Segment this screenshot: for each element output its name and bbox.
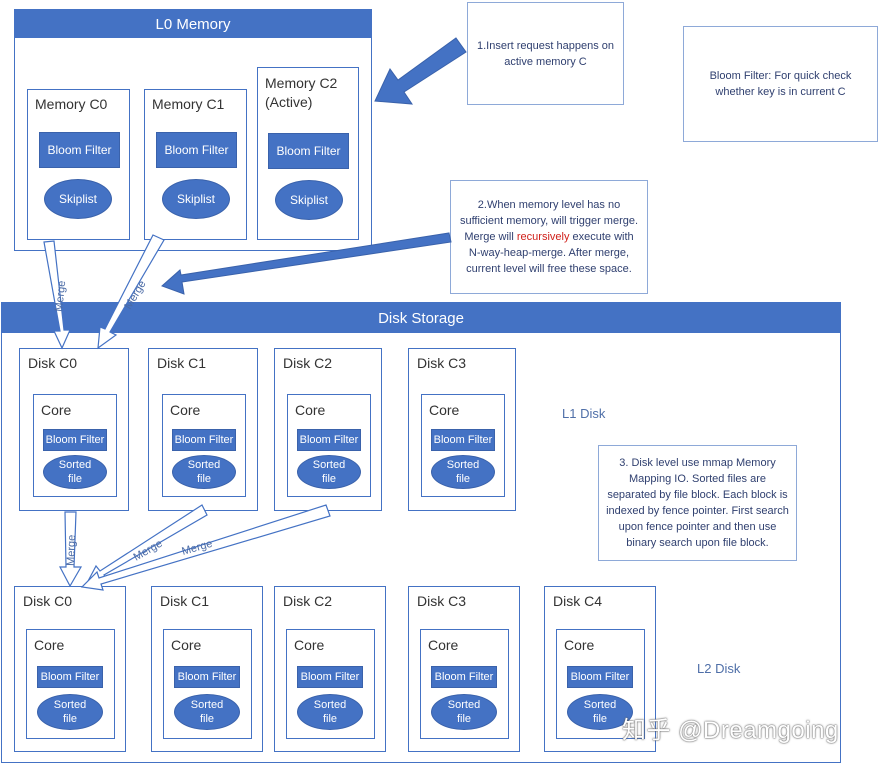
l1-disk-c1-title: Disk C1 <box>157 355 207 371</box>
l2-disk-c2-bloom-filter: Bloom Filter <box>297 666 363 688</box>
l2-disk-c0-bloom-filter: Bloom Filter <box>37 666 103 688</box>
l2-disk-c1-core: Core Bloom Filter Sorted file <box>163 629 252 739</box>
watermark: 知乎 @Dreamgoing <box>622 717 839 744</box>
memory-c0-skiplist: Skiplist <box>44 179 112 219</box>
memory-c0-title: Memory C0 <box>35 96 108 112</box>
note-insert-text: 1.Insert request happens on active memor… <box>477 39 614 68</box>
l2-disk-c1-sorted-file: Sorted file <box>174 694 240 730</box>
l2-disk-c4: Disk C4 Core Bloom Filter Sorted file <box>544 586 656 752</box>
note-mmap-text: 3. Disk level use mmap Memory Mapping IO… <box>606 457 789 549</box>
memory-c1: Memory C1 Bloom Filter Skiplist <box>144 89 247 240</box>
l1-disk-c0-title: Disk C0 <box>28 355 78 371</box>
l2-disk-c2-title: Disk C2 <box>283 593 333 609</box>
l2-disk-c3: Disk C3 Core Bloom Filter Sorted file <box>408 586 520 752</box>
l2-disk-c4-bloom-filter: Bloom Filter <box>567 666 633 688</box>
l1-disk-c1-bloom-filter: Bloom Filter <box>172 429 236 451</box>
l1-disk-c2-bloom-filter: Bloom Filter <box>297 429 361 451</box>
l2-disk-c2-core: Core Bloom Filter Sorted file <box>286 629 375 739</box>
merge-arrow-c0-to-disk <box>43 240 71 350</box>
note-bloom-filter: Bloom Filter: For quick check whether ke… <box>683 26 878 142</box>
memory-c0-bloom-filter: Bloom Filter <box>39 132 120 168</box>
l2-disk-c1: Disk C1 Core Bloom Filter Sorted file <box>151 586 263 752</box>
l1-disk-c2-core-title: Core <box>295 402 326 418</box>
memory-c1-bloom-filter: Bloom Filter <box>156 132 237 168</box>
l1-disk-c0-sorted-file: Sorted file <box>43 455 107 489</box>
insert-arrow <box>374 37 467 105</box>
l1-disk-c3: Disk C3 Core Bloom Filter Sorted file <box>408 348 516 511</box>
merge-trigger-arrow <box>161 232 452 295</box>
memory-c0: Memory C0 Bloom Filter Skiplist <box>27 89 130 240</box>
note-merge: 2.When memory level has no sufficient me… <box>450 180 648 294</box>
merge-arrow-l1c0-to-l2 <box>59 511 83 588</box>
l1-disk-c2-sorted-file: Sorted file <box>297 455 361 489</box>
l1-disk-c3-core: Core Bloom Filter Sorted file <box>421 394 505 497</box>
l2-disk-c2-core-title: Core <box>294 637 325 653</box>
memory-c1-skiplist: Skiplist <box>162 179 230 219</box>
l1-disk-c0-core: Core Bloom Filter Sorted file <box>33 394 117 497</box>
memory-c2-title: Memory C2 <box>265 75 338 91</box>
l1-disk-c2: Disk C2 Core Bloom Filter Sorted file <box>274 348 382 511</box>
l2-disk-c0-core-title: Core <box>34 637 65 653</box>
l1-disk-label: L1 Disk <box>562 406 606 421</box>
l1-disk-c1-core: Core Bloom Filter Sorted file <box>162 394 246 497</box>
memory-c1-title: Memory C1 <box>152 96 225 112</box>
l2-disk-c0-title: Disk C0 <box>23 593 73 609</box>
l1-disk-c1-core-title: Core <box>170 402 201 418</box>
memory-c2-active-label: (Active) <box>265 94 313 110</box>
note-merge-text-a: 2.When memory level has no sufficient me… <box>459 199 639 243</box>
disk-storage-title: Disk Storage <box>2 303 840 333</box>
l2-disk-c3-title: Disk C3 <box>417 593 467 609</box>
l2-disk-c3-sorted-file: Sorted file <box>431 694 497 730</box>
memory-c2-active: Memory C2 (Active) Bloom Filter Skiplist <box>257 67 359 240</box>
memory-c2-skiplist: Skiplist <box>275 180 343 220</box>
l2-disk-c4-core-title: Core <box>564 637 595 653</box>
l2-disk-c0-core: Core Bloom Filter Sorted file <box>26 629 115 739</box>
l2-disk-c0: Disk C0 Core Bloom Filter Sorted file <box>14 586 126 752</box>
l1-disk-c3-bloom-filter: Bloom Filter <box>431 429 495 451</box>
l2-disk-c2-sorted-file: Sorted file <box>297 694 363 730</box>
l2-disk-c4-sorted-file: Sorted file <box>567 694 633 730</box>
merge-arrow-c1-to-disk <box>97 234 165 350</box>
l2-disk-c4-title: Disk C4 <box>553 593 603 609</box>
l1-disk-c3-title: Disk C3 <box>417 355 467 371</box>
l1-disk-c3-sorted-file: Sorted file <box>431 455 495 489</box>
note-insert: 1.Insert request happens on active memor… <box>467 2 624 105</box>
l2-disk-c1-bloom-filter: Bloom Filter <box>174 666 240 688</box>
l2-disk-c1-title: Disk C1 <box>160 593 210 609</box>
l1-disk-c0-bloom-filter: Bloom Filter <box>43 429 107 451</box>
l1-disk-c3-core-title: Core <box>429 402 460 418</box>
note-merge-text: 2.When memory level has no sufficient me… <box>457 197 641 277</box>
l0-memory-title: L0 Memory <box>15 10 371 38</box>
l1-disk-c2-core: Core Bloom Filter Sorted file <box>287 394 371 497</box>
l1-disk-c1-sorted-file: Sorted file <box>172 455 236 489</box>
note-merge-text-b: execute with N-way-heap-merge. After mer… <box>466 231 634 275</box>
l2-disk-c1-core-title: Core <box>171 637 202 653</box>
l2-disk-c2: Disk C2 Core Bloom Filter Sorted file <box>274 586 386 752</box>
l2-disk-c3-core: Core Bloom Filter Sorted file <box>420 629 509 739</box>
l1-disk-c0: Disk C0 Core Bloom Filter Sorted file <box>19 348 129 511</box>
merge-label-1: Merge <box>53 280 68 312</box>
merge-label-3: Merge <box>65 535 78 567</box>
l2-disk-c4-core: Core Bloom Filter Sorted file <box>556 629 645 739</box>
l2-disk-c0-sorted-file: Sorted file <box>37 694 103 730</box>
note-merge-highlight: recursively <box>516 231 570 243</box>
note-bloom-filter-text: Bloom Filter: For quick check whether ke… <box>709 70 852 98</box>
l1-disk-c1: Disk C1 Core Bloom Filter Sorted file <box>148 348 258 511</box>
l2-disk-c3-bloom-filter: Bloom Filter <box>431 666 497 688</box>
merge-arrow-l1c2-to-l2 <box>80 504 331 591</box>
memory-c2-bloom-filter: Bloom Filter <box>268 133 349 169</box>
note-mmap: 3. Disk level use mmap Memory Mapping IO… <box>598 445 797 561</box>
l1-disk-c2-title: Disk C2 <box>283 355 333 371</box>
l2-disk-label: L2 Disk <box>697 661 741 676</box>
l2-disk-c3-core-title: Core <box>428 637 459 653</box>
l1-disk-c0-core-title: Core <box>41 402 72 418</box>
